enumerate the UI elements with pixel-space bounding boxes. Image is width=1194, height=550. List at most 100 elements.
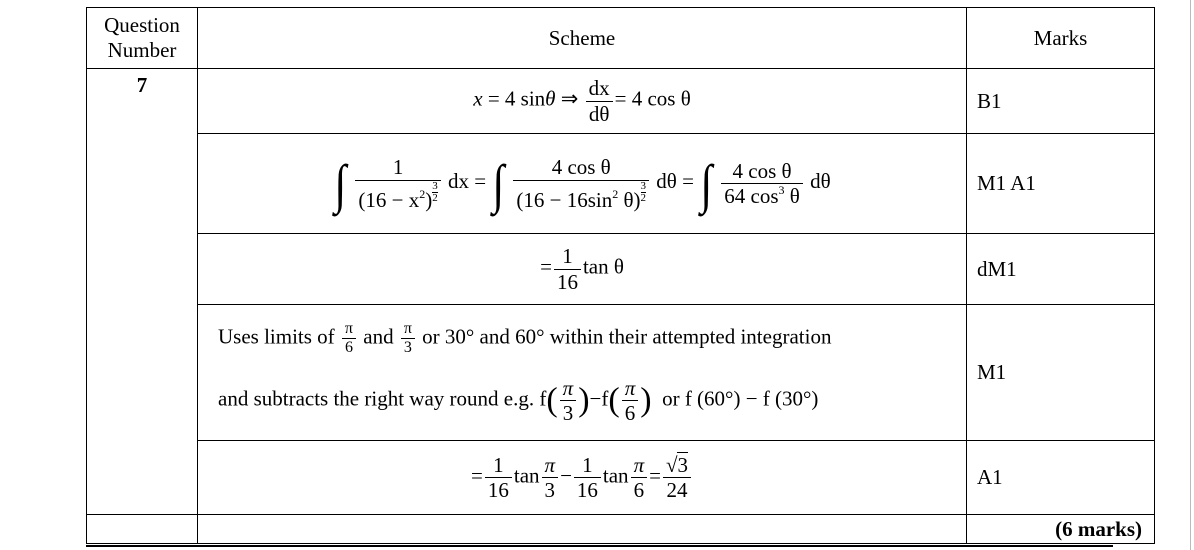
marks-cell: dM1 bbox=[966, 233, 1155, 305]
math-token: f (60°) − f (30°) bbox=[684, 386, 819, 411]
math-token: = bbox=[649, 463, 661, 488]
math-token: θ) bbox=[618, 187, 641, 212]
math-token: ) bbox=[425, 187, 433, 212]
question-number-header: Question Number bbox=[86, 7, 198, 69]
math-token: = bbox=[482, 86, 505, 111]
numerator: 1 bbox=[484, 453, 512, 478]
exponent: 2 bbox=[419, 186, 426, 201]
math-token: tan bbox=[602, 463, 629, 488]
denominator: 16 bbox=[556, 269, 578, 294]
header-row: Question Number Scheme Marks bbox=[86, 7, 1155, 69]
math-token: ⇒ bbox=[555, 86, 584, 111]
numerator: √3 bbox=[662, 451, 691, 478]
marks-cell: B1 bbox=[966, 68, 1155, 134]
math-token: (16 − x bbox=[358, 187, 420, 212]
integral-sign: ∫ bbox=[334, 153, 347, 214]
text: Uses limits of bbox=[218, 324, 335, 349]
math-token: dx = bbox=[448, 169, 487, 194]
denominator: 3 bbox=[562, 400, 574, 425]
numerator: dx bbox=[585, 76, 613, 102]
denominator: dθ bbox=[588, 101, 610, 126]
math-token: = 4 cos θ bbox=[614, 86, 691, 111]
math-token: θ bbox=[784, 184, 800, 208]
text: or bbox=[662, 386, 680, 411]
numerator: π bbox=[400, 320, 415, 340]
numerator: π bbox=[621, 376, 639, 401]
math-token: (16 − 16sin bbox=[516, 187, 613, 212]
sqrt-sign: √ bbox=[665, 452, 678, 477]
denominator: 3 bbox=[403, 339, 412, 357]
total-row: (6 marks) bbox=[86, 514, 1155, 544]
numerator: 4 cos θ bbox=[513, 155, 650, 181]
marks-cell: M1 bbox=[966, 304, 1155, 441]
empty-cell bbox=[197, 514, 967, 544]
math-token: dθ bbox=[810, 169, 831, 194]
radicand: 3 bbox=[677, 451, 688, 477]
math-token: dθ = bbox=[656, 169, 694, 194]
math-token: −f bbox=[589, 386, 609, 411]
integral-sign: ∫ bbox=[700, 153, 713, 214]
numerator: 1 bbox=[573, 453, 601, 478]
math-token: f bbox=[539, 386, 547, 411]
question-number: 7 bbox=[86, 68, 198, 515]
math-token: = bbox=[471, 463, 483, 488]
denominator: 16 bbox=[576, 478, 598, 502]
numerator: π bbox=[559, 376, 577, 401]
empty-cell bbox=[86, 514, 198, 544]
denominator: 6 bbox=[344, 339, 353, 357]
integral-sign: ∫ bbox=[492, 153, 505, 214]
numerator: 1 bbox=[355, 155, 441, 181]
scheme-header: Scheme bbox=[197, 7, 967, 69]
bottom-rule bbox=[86, 545, 1113, 547]
numerator: 3 bbox=[640, 179, 647, 193]
math-token: − bbox=[560, 463, 572, 488]
marks-header: Marks bbox=[966, 7, 1155, 69]
text: and bbox=[363, 324, 394, 349]
denominator: 16 bbox=[487, 478, 509, 502]
math-token: x bbox=[473, 86, 483, 111]
math-token: 4 sin bbox=[504, 86, 546, 111]
denominator: 3 bbox=[544, 478, 556, 502]
numerator: 1 bbox=[553, 244, 581, 270]
exponent: 2 bbox=[612, 186, 619, 201]
denominator: 6 bbox=[624, 400, 636, 425]
numerator: π bbox=[630, 453, 648, 478]
math-token: θ bbox=[545, 86, 556, 111]
numerator: π bbox=[541, 453, 559, 478]
marks-cell: M1 A1 bbox=[966, 133, 1155, 234]
numerator: π bbox=[341, 320, 356, 340]
denominator: 6 bbox=[633, 478, 645, 502]
marks-cell: A1 bbox=[966, 440, 1155, 515]
math-token: tan bbox=[513, 463, 540, 488]
denominator: 2 bbox=[640, 191, 647, 204]
math-token: 64 cos bbox=[724, 184, 779, 208]
total-marks: (6 marks) bbox=[966, 514, 1155, 544]
denominator: 2 bbox=[432, 191, 438, 204]
numerator: 3 bbox=[432, 179, 438, 193]
denominator: 24 bbox=[666, 478, 688, 502]
text: and subtracts the right way round e.g. bbox=[218, 386, 535, 411]
